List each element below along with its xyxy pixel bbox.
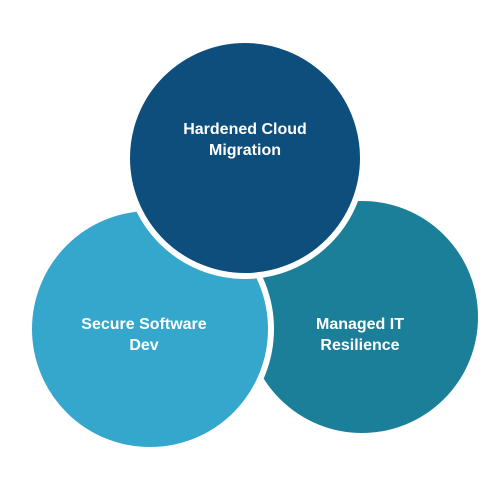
label-line: Secure Software — [81, 316, 207, 333]
label-line: Resilience — [320, 337, 400, 354]
label-line: Managed IT — [315, 316, 404, 333]
label-line: Dev — [129, 337, 159, 354]
label-hardened-cloud-migration: Hardened Cloud Migration — [145, 119, 345, 161]
label-managed-it-resilience: Managed IT Resilience — [260, 314, 460, 356]
label-secure-software-dev: Secure Software Dev — [44, 314, 244, 356]
label-line: Hardened Cloud — [183, 121, 307, 138]
circle-hardened-cloud-migration — [124, 37, 366, 279]
label-line: Migration — [209, 142, 281, 159]
